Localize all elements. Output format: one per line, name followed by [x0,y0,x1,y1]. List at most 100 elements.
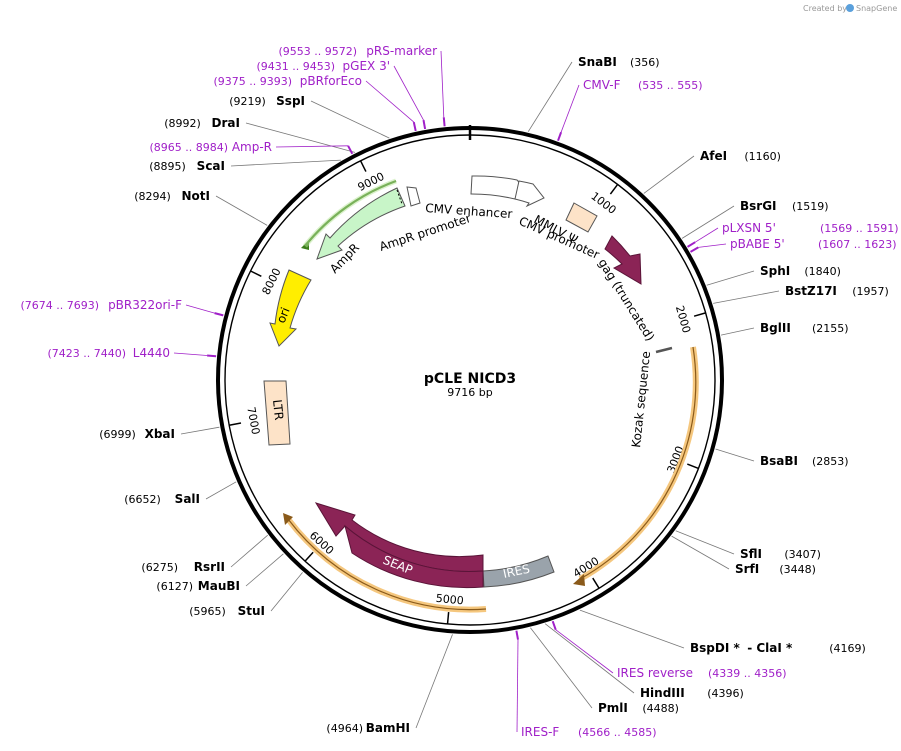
feature-cmv-enhancer[interactable] [470,175,522,200]
primer-name: pBABE 5' [730,237,785,251]
primer-leader-line [440,50,445,118]
primer-site[interactable]: pBR322ori-F (7674 .. 7693) [20,298,224,317]
primer-name: L4440 [133,346,170,360]
enzyme-position: (356) [630,56,660,69]
primer-site[interactable]: pGEX 3'(9431 .. 9453) [256,59,427,130]
enzyme-site[interactable]: BspDI * - ClaI *(4169) [579,609,866,655]
feature-ori[interactable] [269,269,312,347]
primer-mark [442,117,446,127]
enzyme-site[interactable]: BglII(2155) [720,321,849,336]
enzyme-leader-line [720,327,755,336]
enzyme-name: AfeI [700,149,727,163]
enzyme-site[interactable]: BamHI(4964) [326,634,453,735]
enzyme-leader-line [643,155,695,194]
enzyme-position: (1840) [804,265,841,278]
enzyme-site[interactable]: MauBI(6127) [156,553,284,593]
enzyme-name: DraI [212,116,240,130]
enzyme-site[interactable]: RsrII(6275) [141,534,268,574]
credit-prefix: Created by [803,4,847,13]
primer-mark [551,620,557,631]
primer-range: (4339 .. 4356) [708,667,787,680]
feature-label-ampr-promoter: AmpR promoter [378,211,473,254]
primer-site[interactable]: Amp-R(8965 .. 8984) [149,140,354,155]
feature-cmv-promoter[interactable] [514,180,545,208]
enzyme-site[interactable]: SspI(9219) [229,94,390,139]
primer-name: pLXSN 5' [722,221,776,235]
tick-mark [592,577,600,589]
primer-leader-line [516,639,519,733]
primer-name: pBRforEco [300,74,362,88]
feature-gag-truncated[interactable] [604,235,642,285]
enzyme-name: SrfI [735,562,759,576]
tick-mark [304,551,314,562]
enzyme-site[interactable]: DraI(8992) [164,116,356,153]
enzyme-site[interactable]: SalI(6652) [124,481,237,506]
enzyme-position: (3407) [784,548,821,561]
primer-site[interactable]: CMV-F (535 .. 555) [557,78,703,142]
tick-label: 8000 [260,266,284,297]
primer-range: (7674 .. 7693) [20,299,99,312]
enzyme-site[interactable]: BstZ17I(1957) [713,284,889,304]
enzyme-name: MauBI [198,579,240,593]
enzyme-site[interactable]: BsrGI(1519) [681,199,829,239]
enzyme-site[interactable]: SnaBI(356) [527,55,660,132]
enzyme-site[interactable]: SflI(3407) [675,530,821,561]
feature-mmlv-psi[interactable] [565,202,598,233]
feature-ampr[interactable] [316,187,406,260]
enzyme-site[interactable]: NotI(8294) [134,189,268,226]
primer-name: pBR322ori-F [108,298,182,312]
primer-name: Amp-R [232,140,272,154]
enzyme-site[interactable]: SrfI(3448) [671,535,816,576]
primer-site[interactable]: IRES reverse(4339 .. 4356) [551,620,787,680]
primer-range: (1607 .. 1623) [818,238,897,251]
primer-leader-line [694,227,719,243]
feature-seap-body [344,524,484,589]
primer-site[interactable]: IRES-F(4566 .. 4585) [515,630,657,739]
feature-ltr[interactable] [263,380,291,446]
primer-site[interactable]: L4440(7423 .. 7440) [47,346,217,360]
enzyme-site[interactable]: HindIII(4396) [544,623,744,700]
feature-label-ltr: LTR [270,399,286,421]
tick-mark [229,422,242,426]
primer-mark [207,354,217,358]
enzyme-position: (6275) [141,561,178,574]
primer-site[interactable]: pBABE 5' (1607 .. 1623) [690,237,897,253]
primer-name: CMV-F [583,78,621,92]
enzyme-position: (4964) [326,722,363,735]
enzyme-site[interactable]: SphI(1840) [706,264,841,286]
enzyme-leader-line [715,448,755,462]
enzyme-site[interactable]: PmlI(4488) [530,627,679,715]
primer-site[interactable]: pRS-marker(9553 .. 9572) [278,44,446,127]
enzyme-position: (9219) [229,95,266,108]
primer-range: (535 .. 555) [638,79,703,92]
primer-range: (1569 .. 1591) [820,222,899,235]
enzyme-name: XbaI [145,427,175,441]
enzyme-leader-line [530,627,593,709]
feature-label-kozak: Kozak sequence [629,351,653,449]
enzyme-leader-line [310,100,390,139]
enzyme-site[interactable]: XbaI(6999) [99,426,220,441]
feature-kozak[interactable] [655,346,673,354]
enzyme-site[interactable]: StuI(5965) [189,572,303,618]
snapgene-credit: Created by SnapGene [803,4,897,13]
primer-site[interactable]: pBRforEco(9375 .. 9393) [213,74,417,132]
enzyme-position: (2155) [812,322,849,335]
enzyme-site[interactable]: AfeI(1160) [643,149,781,194]
primer-mark [412,121,417,132]
enzyme-leader-line [544,623,635,694]
enzyme-position: (8294) [134,190,171,203]
enzyme-leader-line [215,195,268,226]
enzyme-site[interactable]: ScaI(8895) [149,159,341,173]
enzyme-position: (4169) [829,642,866,655]
feature-ampr-promoter[interactable] [406,186,421,207]
enzyme-name: SalI [175,492,200,506]
feature-ampr-highlight-glow [303,178,397,248]
primer-name: pRS-marker [366,44,437,58]
enzyme-site[interactable]: BsaBI(2853) [715,448,849,468]
enzyme-position: (4396) [707,687,744,700]
primer-range: (4566 .. 4585) [578,726,657,739]
feature-ires[interactable] [482,555,555,588]
primer-mark [347,145,354,155]
primer-site[interactable]: pLXSN 5' (1569 .. 1591) [686,221,899,248]
tick-label: 5000 [435,592,464,608]
